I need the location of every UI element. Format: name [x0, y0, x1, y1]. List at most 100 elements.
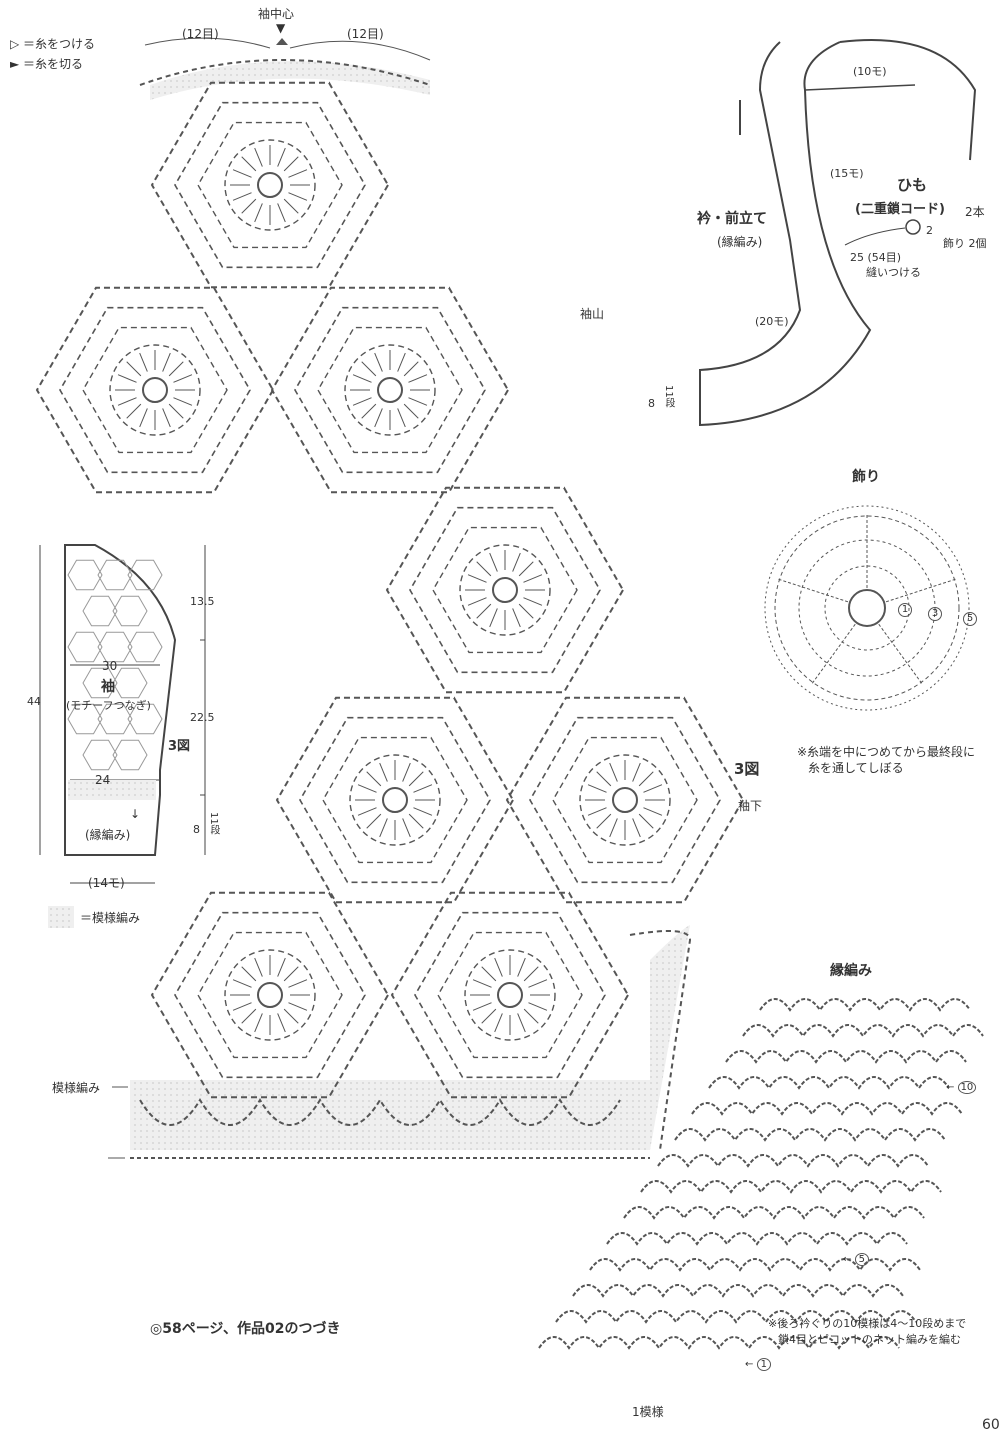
center-marker: [276, 38, 288, 45]
deco-round-3: 3: [928, 607, 942, 621]
motif-1: [150, 81, 390, 289]
motif-2: [35, 286, 275, 494]
schematic-hex-cell: [97, 703, 133, 735]
schematic-subtitle: (モチーフつなぎ): [66, 699, 151, 712]
underarm-label: 袖下: [738, 799, 763, 813]
deco-ray: [885, 578, 958, 603]
border-note-1: ※後ろ衿ぐりの10模様は4〜10段めまで: [768, 1317, 967, 1330]
decoration-rays: [776, 513, 958, 686]
tie-count: 2本: [965, 205, 985, 219]
collar-mid: (15モ): [830, 167, 864, 180]
border-stitch-chart: [538, 998, 984, 1350]
schematic-fig-ref: 3図: [168, 739, 191, 754]
border-row: [589, 1258, 921, 1272]
legend-swatch: [48, 906, 74, 928]
continuation-note: ◎58ページ、作品02のつづき: [150, 1321, 341, 1337]
border-row: [708, 1076, 950, 1090]
page-number: 60: [982, 1417, 1000, 1433]
sew-count: 25 (54目): [850, 251, 902, 264]
pattern-row-label: 模様編み: [52, 1081, 101, 1095]
motif-6: [505, 696, 745, 904]
collar-rows: 11段: [663, 385, 674, 408]
schematic-hex-cell: [82, 667, 118, 699]
fig3-label: 3図: [734, 760, 760, 778]
schematic-hex-cell: [67, 559, 103, 591]
down-arrow-icon: ↓: [130, 807, 141, 821]
schematic-hex-cell: [82, 739, 118, 771]
sleeve-center-label: 袖中心: [258, 7, 295, 21]
schematic-hex-cell: [97, 559, 133, 591]
row-1-label: 1: [756, 1358, 771, 1371]
dim-cap: 13.5: [190, 595, 215, 608]
motif-4: [385, 486, 625, 694]
tie-desc: (二重鎖コード): [855, 202, 945, 217]
left-count: (12目): [182, 27, 219, 41]
motif-8: [390, 891, 630, 1099]
legend-cut: ► ＝糸を切る: [10, 57, 84, 71]
border-row: [538, 1336, 900, 1350]
deco-round-5: 5: [963, 612, 977, 626]
border-row: [555, 1310, 917, 1324]
border-row: [725, 1050, 967, 1064]
deco-ray: [776, 578, 849, 603]
schematic-border: (縁編み): [85, 828, 131, 842]
row-5-label: 5: [854, 1253, 869, 1266]
border-title: 縁編み: [830, 963, 872, 979]
border-row: [640, 1180, 942, 1194]
dim-body: 22.5: [190, 711, 215, 724]
schematic-width-top: 30: [102, 659, 118, 673]
shaded-top-band: [150, 61, 430, 100]
center-arrow-icon: ▼: [276, 21, 286, 35]
schematic-hex-cell: [82, 595, 118, 627]
schematic-border-shade: [68, 780, 156, 800]
border-row: [657, 1154, 929, 1168]
border-row: [623, 1206, 925, 1220]
schematic-bottom: (14モ): [88, 876, 125, 890]
tie-title: ひも: [897, 176, 928, 194]
right-count: (12目): [347, 27, 384, 41]
motif-group: [35, 81, 745, 1099]
legend-pattern: ＝模様編み: [80, 911, 141, 925]
collar-top: (10モ): [853, 65, 887, 78]
schematic-hex-cell: [67, 631, 103, 663]
schematic-hex-cell: [67, 703, 103, 735]
sleeve-cap-edge: [139, 59, 431, 86]
deco-ray: [810, 623, 856, 686]
sleeve-cap-label: 袖山: [580, 307, 605, 321]
row-1-marker: ← 1: [745, 1358, 771, 1371]
schematic-hex-grid: [67, 559, 163, 771]
border-note-2: 鎖4目とピコットのネット編みを編む: [778, 1333, 961, 1346]
dim-border-rows: 11段: [208, 812, 219, 835]
count-arc-left: [144, 37, 271, 49]
schematic-hex-cell: [127, 631, 163, 663]
repeat-label: 1模様: [632, 1405, 664, 1419]
collar-title: 衿・前立て: [697, 211, 767, 227]
collar-low: (20モ): [755, 315, 789, 328]
count-arc-right: [289, 40, 431, 61]
border-row: [572, 1284, 904, 1298]
schematic-hex-cell: [97, 631, 133, 663]
right-border-edge: [629, 930, 692, 1151]
schematic-hex-cell: [127, 559, 163, 591]
row-10-label: 10: [957, 1081, 977, 1094]
row-10-marker: ← 10: [946, 1081, 977, 1094]
legend-cut-text: ＝糸を切る: [23, 57, 84, 71]
deco-count: 飾り 2個: [943, 237, 987, 250]
schematic-hex-cell: [112, 667, 148, 699]
deco-ray: [878, 623, 924, 686]
sew-label: 縫いつける: [866, 266, 921, 279]
motif-7: [150, 891, 390, 1099]
motif-3: [270, 286, 510, 494]
schematic-hex-cell: [112, 595, 148, 627]
border-row: [691, 1102, 963, 1116]
border-row: [742, 1024, 984, 1038]
schematic-hex-cell: [112, 739, 148, 771]
collar-rows-cm: 8: [648, 397, 655, 410]
dim-total: 44: [27, 695, 41, 708]
schematic-title: 袖: [101, 679, 115, 695]
tie-n: 2: [926, 224, 933, 237]
deco-title: 飾り: [852, 469, 880, 485]
shaded-bottom-band: [130, 925, 690, 1150]
border-row: [606, 1232, 908, 1246]
